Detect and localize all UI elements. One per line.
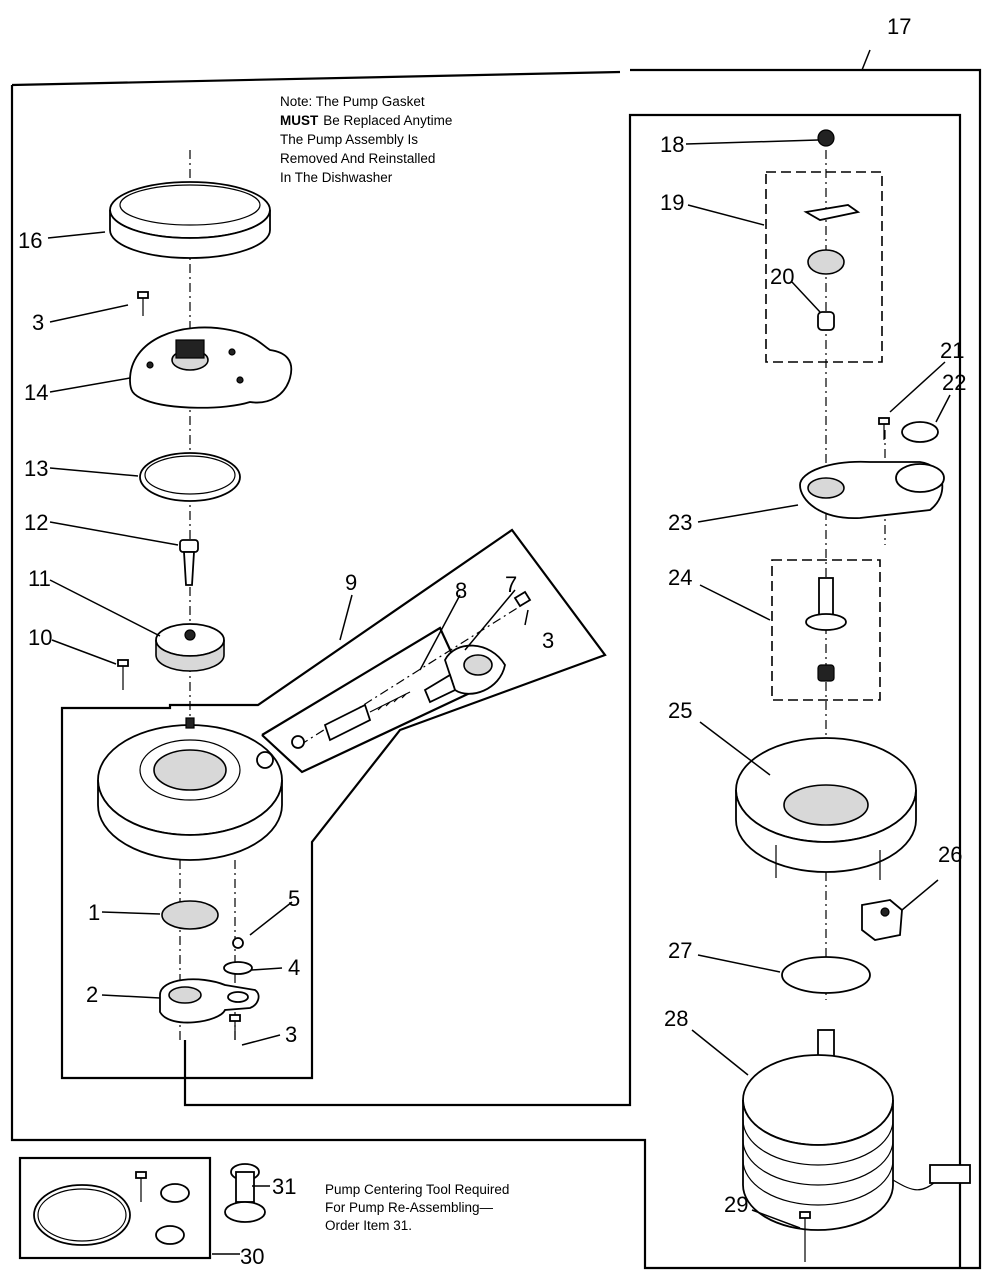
impeller-11: [155, 623, 225, 672]
screw-3-valve: [513, 590, 532, 608]
screw-3-top: [137, 291, 149, 316]
valve-cover-7: [423, 644, 506, 704]
callout-3-valve: 3: [542, 628, 554, 653]
callout-23: 23: [668, 510, 692, 535]
screw-29: [799, 1211, 811, 1262]
callout-3-top: 3: [32, 310, 44, 335]
screen-1: [161, 900, 219, 930]
pump-cover-14: [129, 326, 293, 409]
leader-lines: [47, 49, 951, 1255]
tool-note-line-1: Pump Centering Tool Required: [325, 1182, 509, 1197]
chopper-housing-2: [159, 978, 260, 1024]
bushing-20: [817, 311, 835, 331]
note-line-2-rest: Be Replaced Anytime: [323, 113, 452, 128]
motor-mount-25: [735, 737, 917, 880]
callout-26: 26: [938, 842, 962, 867]
kit-30-parts: [33, 1171, 190, 1246]
pump-gasket-16: [109, 181, 271, 259]
note-line-1: Note: The Pump Gasket: [280, 94, 425, 109]
note-line-3: The Pump Assembly Is: [280, 132, 418, 147]
tool-note-line-3: Order Item 31.: [325, 1218, 412, 1233]
screw-21: [878, 417, 890, 440]
bottom-connector-line: [183, 113, 962, 1268]
callout-28: 28: [664, 1006, 688, 1031]
tool-note-line-2: For Pump Re-Assembling—: [325, 1200, 494, 1215]
bolt-12: [179, 539, 199, 586]
callout-16: 16: [18, 228, 42, 253]
callout-22: 22: [942, 370, 966, 395]
callout-11: 11: [28, 566, 51, 591]
assembly-border-top: [11, 70, 621, 87]
nut-18: [817, 129, 835, 147]
callout-5: 5: [288, 886, 300, 911]
ball-5: [232, 937, 244, 949]
centering-tool-31: [224, 1163, 266, 1223]
callout-30: 30: [240, 1244, 264, 1269]
callout-29: 29: [724, 1192, 748, 1217]
callout-10: 10: [28, 625, 52, 650]
callout-8: 8: [455, 578, 467, 603]
callout-7: 7: [505, 572, 517, 597]
callout-20: 20: [770, 264, 794, 289]
centering-tool-note: Pump Centering Tool Required For Pump Re…: [325, 1182, 509, 1233]
bracket-19: [803, 204, 861, 275]
note-line-5: In The Dishwasher: [280, 170, 393, 185]
pump-gasket-note: Note: The Pump Gasket MUST Be Replaced An…: [280, 94, 452, 185]
kit-30-box: [18, 1156, 212, 1260]
callout-2: 2: [86, 982, 98, 1007]
housing-box: [60, 528, 607, 1080]
clip-26: [861, 899, 903, 941]
callout-14: 14: [24, 380, 48, 405]
callout-12: 12: [24, 510, 48, 535]
callout-18: 18: [660, 132, 684, 157]
screw-3-bottom: [229, 1014, 241, 1040]
shaft-24: [805, 577, 847, 682]
callout-4: 4: [288, 955, 300, 980]
callout-31: 31: [272, 1174, 296, 1199]
pump-housing: [97, 717, 283, 861]
disc-27: [781, 956, 871, 994]
kit-24-box: [771, 559, 881, 701]
note-line-4: Removed And Reinstalled: [280, 151, 435, 166]
ring-4: [223, 961, 253, 975]
o-ring-13: [139, 452, 241, 502]
note-line-2: MUST Be Replaced Anytime: [280, 113, 452, 128]
cover-plate-23: [799, 460, 945, 519]
callout-27: 27: [668, 938, 692, 963]
callout-25: 25: [668, 698, 692, 723]
kit-19-box: [765, 171, 883, 363]
o-ring-13-inner: [144, 455, 236, 495]
assembly-border: [10, 68, 982, 1270]
callout-1: 1: [88, 900, 100, 925]
valve-kit-box: [261, 626, 472, 774]
callout-24: 24: [668, 565, 692, 590]
callout-3-bottom: 3: [285, 1022, 297, 1047]
callout-21: 21: [940, 338, 964, 363]
note-must: MUST: [280, 113, 319, 128]
motor-28: [742, 1029, 971, 1231]
seal-22: [901, 421, 939, 443]
callout-9: 9: [345, 570, 357, 595]
screw-10: [117, 659, 129, 690]
callout-13: 13: [24, 456, 48, 481]
check-valve-8: [291, 691, 411, 749]
callout-19: 19: [660, 190, 684, 215]
callout-17: 17: [887, 14, 911, 39]
